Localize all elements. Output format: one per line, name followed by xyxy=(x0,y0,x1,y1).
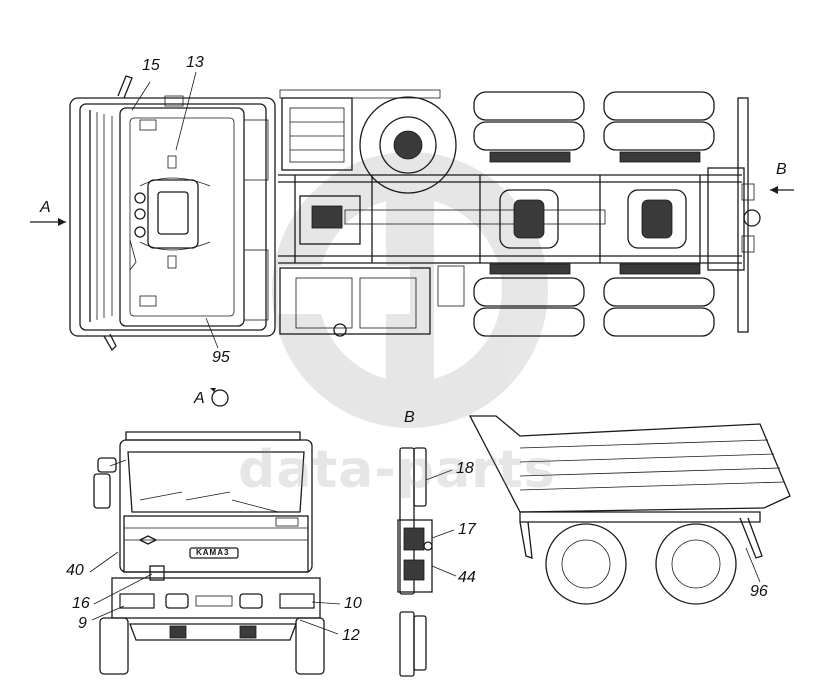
callout-96: 96 xyxy=(750,583,768,600)
view-arrow-a xyxy=(30,218,66,226)
callout-17: 17 xyxy=(458,521,476,538)
callout-10: 10 xyxy=(344,595,362,612)
view-arrow-b xyxy=(770,186,794,194)
view-arrow-a-label: A xyxy=(40,199,51,216)
top-view-chassis xyxy=(278,89,761,337)
front-view-cab xyxy=(93,431,325,675)
leader-lines-front xyxy=(89,551,341,635)
rear-view-b xyxy=(397,447,457,677)
watermark-text: data-parts xyxy=(238,440,556,500)
callout-9: 9 xyxy=(78,615,87,632)
leader-lines-top xyxy=(131,71,219,349)
callout-18: 18 xyxy=(456,460,474,477)
callout-40: 40 xyxy=(66,562,84,579)
callout-44: 44 xyxy=(458,569,476,586)
view-a-rotation-symbol xyxy=(210,388,229,407)
view-a-title: A xyxy=(194,390,205,407)
top-view-wheels xyxy=(473,91,715,337)
view-b-title: B xyxy=(404,409,415,426)
callout-12: 12 xyxy=(342,627,360,644)
grille-badge: KAMA3 xyxy=(196,548,230,557)
top-view-cab xyxy=(69,75,276,352)
callout-16: 16 xyxy=(72,595,90,612)
callout-15: 15 xyxy=(142,57,160,74)
callout-95: 95 xyxy=(212,349,230,366)
side-view-dump-body xyxy=(468,415,791,605)
callout-13: 13 xyxy=(186,54,204,71)
view-arrow-b-label: B xyxy=(776,161,787,178)
